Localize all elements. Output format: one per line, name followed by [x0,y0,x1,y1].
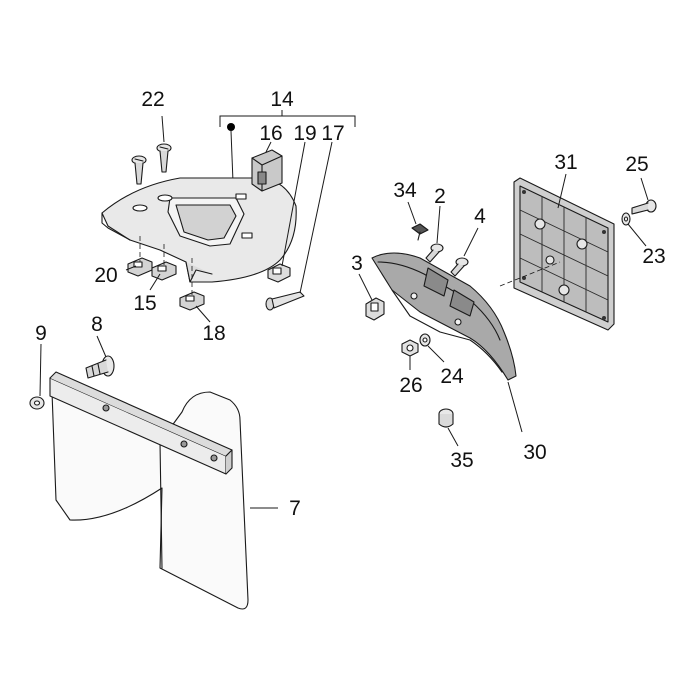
leader-19 [281,141,306,267]
group-bullet [227,123,235,131]
screw-25 [631,199,657,215]
callout-25: 25 [625,153,648,176]
plate-holder-31 [513,177,615,331]
callout-15: 15 [133,292,156,315]
callout-4: 4 [474,205,486,228]
screw-34 [411,223,429,241]
part-16-clip [251,149,283,192]
leader-2 [436,205,441,244]
part-18-clip [179,291,205,311]
leader-20 [125,265,137,271]
callout-23: 23 [642,245,665,268]
leader-25 [640,177,649,201]
callout-8: 8 [91,313,103,336]
callout-19: 19 [293,122,316,145]
leader-30 [507,381,523,433]
leader-23 [627,223,647,247]
part-17-pin [265,291,305,311]
leader-3 [358,273,373,301]
screw-22a [156,143,172,173]
leader-17 [299,141,333,294]
fender-bracket-30 [371,252,517,381]
leader-18 [195,305,211,323]
screw-4 [450,257,469,277]
callout-31: 31 [554,151,577,174]
washer-23 [621,212,631,226]
leader-4 [463,227,479,257]
mudflap-7 [49,371,249,610]
callout-30: 30 [523,441,546,464]
clip-3 [365,297,385,321]
leader-31 [557,173,567,209]
callout-17: 17 [321,122,344,145]
callout-3: 3 [351,252,363,275]
part-19-clip-nut [267,263,291,283]
callout-24: 24 [440,365,464,388]
callout-20: 20 [94,264,117,287]
bolt-8 [85,355,115,379]
leader-bullet [230,130,234,183]
callout-26: 26 [399,374,422,397]
leader-34 [407,201,417,225]
callout-2: 2 [434,185,446,208]
nut-35 [438,408,454,428]
part-15-clip [151,261,177,281]
washer-24 [419,333,431,347]
tray-plate [101,177,297,283]
group-bracket-14 [219,115,356,127]
washer-9 [29,396,45,410]
nut-26 [401,339,419,357]
leader-35 [447,427,459,447]
callout-35: 35 [450,449,473,472]
leader-16 [265,141,272,153]
leader-15 [149,273,161,291]
callout-34: 34 [393,179,417,202]
callout-22: 22 [141,88,164,111]
screw-2 [425,243,444,263]
leader-22 [161,115,165,143]
assembly-axis [499,261,561,287]
callout-18: 18 [202,322,225,345]
callout-16: 16 [259,122,282,145]
screw-22b [131,155,147,185]
leader-24 [427,345,445,363]
callout-14: 14 [270,88,294,111]
callout-7: 7 [289,497,301,520]
leader-9 [39,343,42,397]
callout-9: 9 [35,322,47,345]
leader-8 [96,335,107,358]
